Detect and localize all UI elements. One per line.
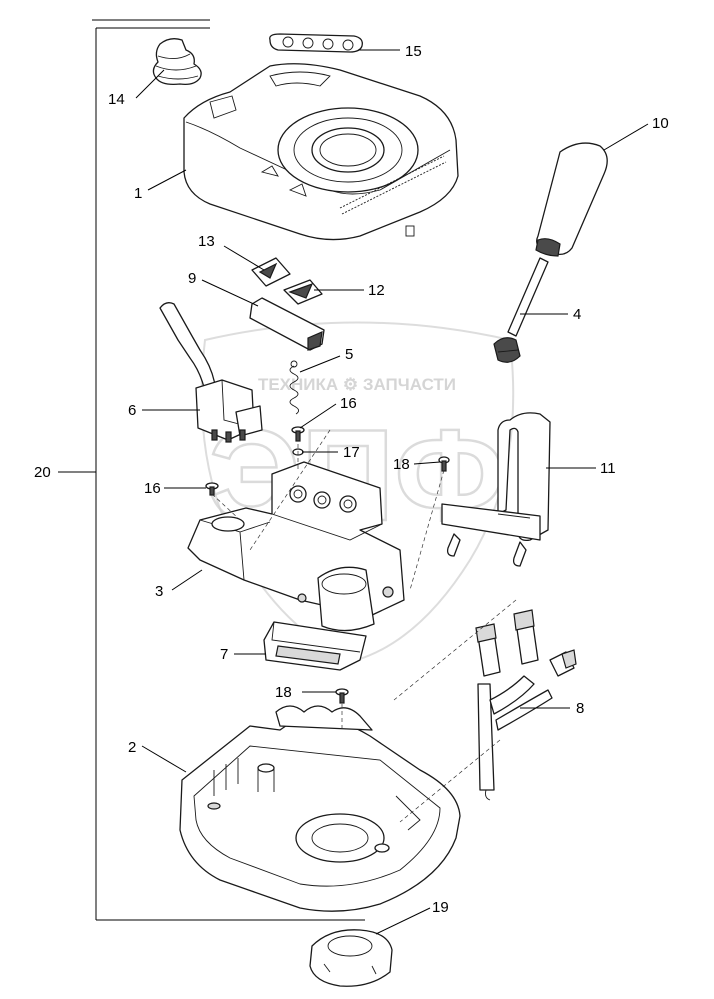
callout-4: 4 [573, 306, 581, 323]
part-16-screw-left [205, 482, 219, 496]
callout-10: 10 [652, 115, 669, 132]
callout-7: 7 [220, 646, 228, 663]
part-18-screw-lower [335, 688, 349, 704]
part-10-handle-grip [535, 142, 608, 257]
callout-3: 3 [155, 583, 163, 600]
callout-11: 11 [600, 460, 616, 477]
part-13-button [251, 257, 291, 287]
part-16-screw-upper [291, 426, 305, 442]
part-5-spring [289, 360, 299, 415]
callout-16-upper: 16 [340, 395, 357, 412]
leader-lines [135, 49, 649, 935]
callout-18-upper: 18 [393, 456, 410, 473]
part-3-bracket [187, 461, 405, 632]
callout-16-left: 16 [144, 480, 161, 497]
callout-8: 8 [576, 700, 584, 717]
watermark-text: ТЕХНИКА ⚙ ЗАПЧАСТИ [258, 375, 456, 394]
part-6-lever-switch [159, 302, 263, 443]
callout-2: 2 [128, 739, 136, 756]
callout-20: 20 [34, 464, 51, 481]
assembly-axis-lines [211, 429, 517, 823]
assembly-bracket [58, 19, 365, 921]
callout-15: 15 [405, 43, 422, 60]
part-1-top-cover [183, 63, 459, 241]
callout-12: 12 [368, 282, 385, 299]
part-7-connector-block [263, 621, 367, 671]
part-4-lever-rod [493, 257, 549, 363]
part-19-collar [309, 929, 393, 987]
part-15-label-plate [269, 33, 363, 53]
part-11-u-bracket [441, 412, 551, 567]
callout-6: 6 [128, 402, 136, 419]
callout-5: 5 [345, 346, 353, 363]
callout-1: 1 [134, 185, 142, 202]
callout-17: 17 [343, 444, 360, 461]
callout-13: 13 [198, 233, 215, 250]
part-12-button [283, 279, 323, 305]
part-9-pcb-strip [249, 297, 325, 351]
part-2-base-housing [179, 705, 461, 912]
callout-18-lower: 18 [275, 684, 292, 701]
callout-19: 19 [432, 899, 449, 916]
callout-9: 9 [188, 270, 196, 287]
callout-labels: 1 2 3 4 5 6 7 8 9 10 11 12 13 14 15 16 1… [34, 43, 669, 916]
part-8-wire-harness [475, 609, 577, 801]
callout-14: 14 [108, 91, 125, 108]
part-14-boot [152, 38, 202, 86]
